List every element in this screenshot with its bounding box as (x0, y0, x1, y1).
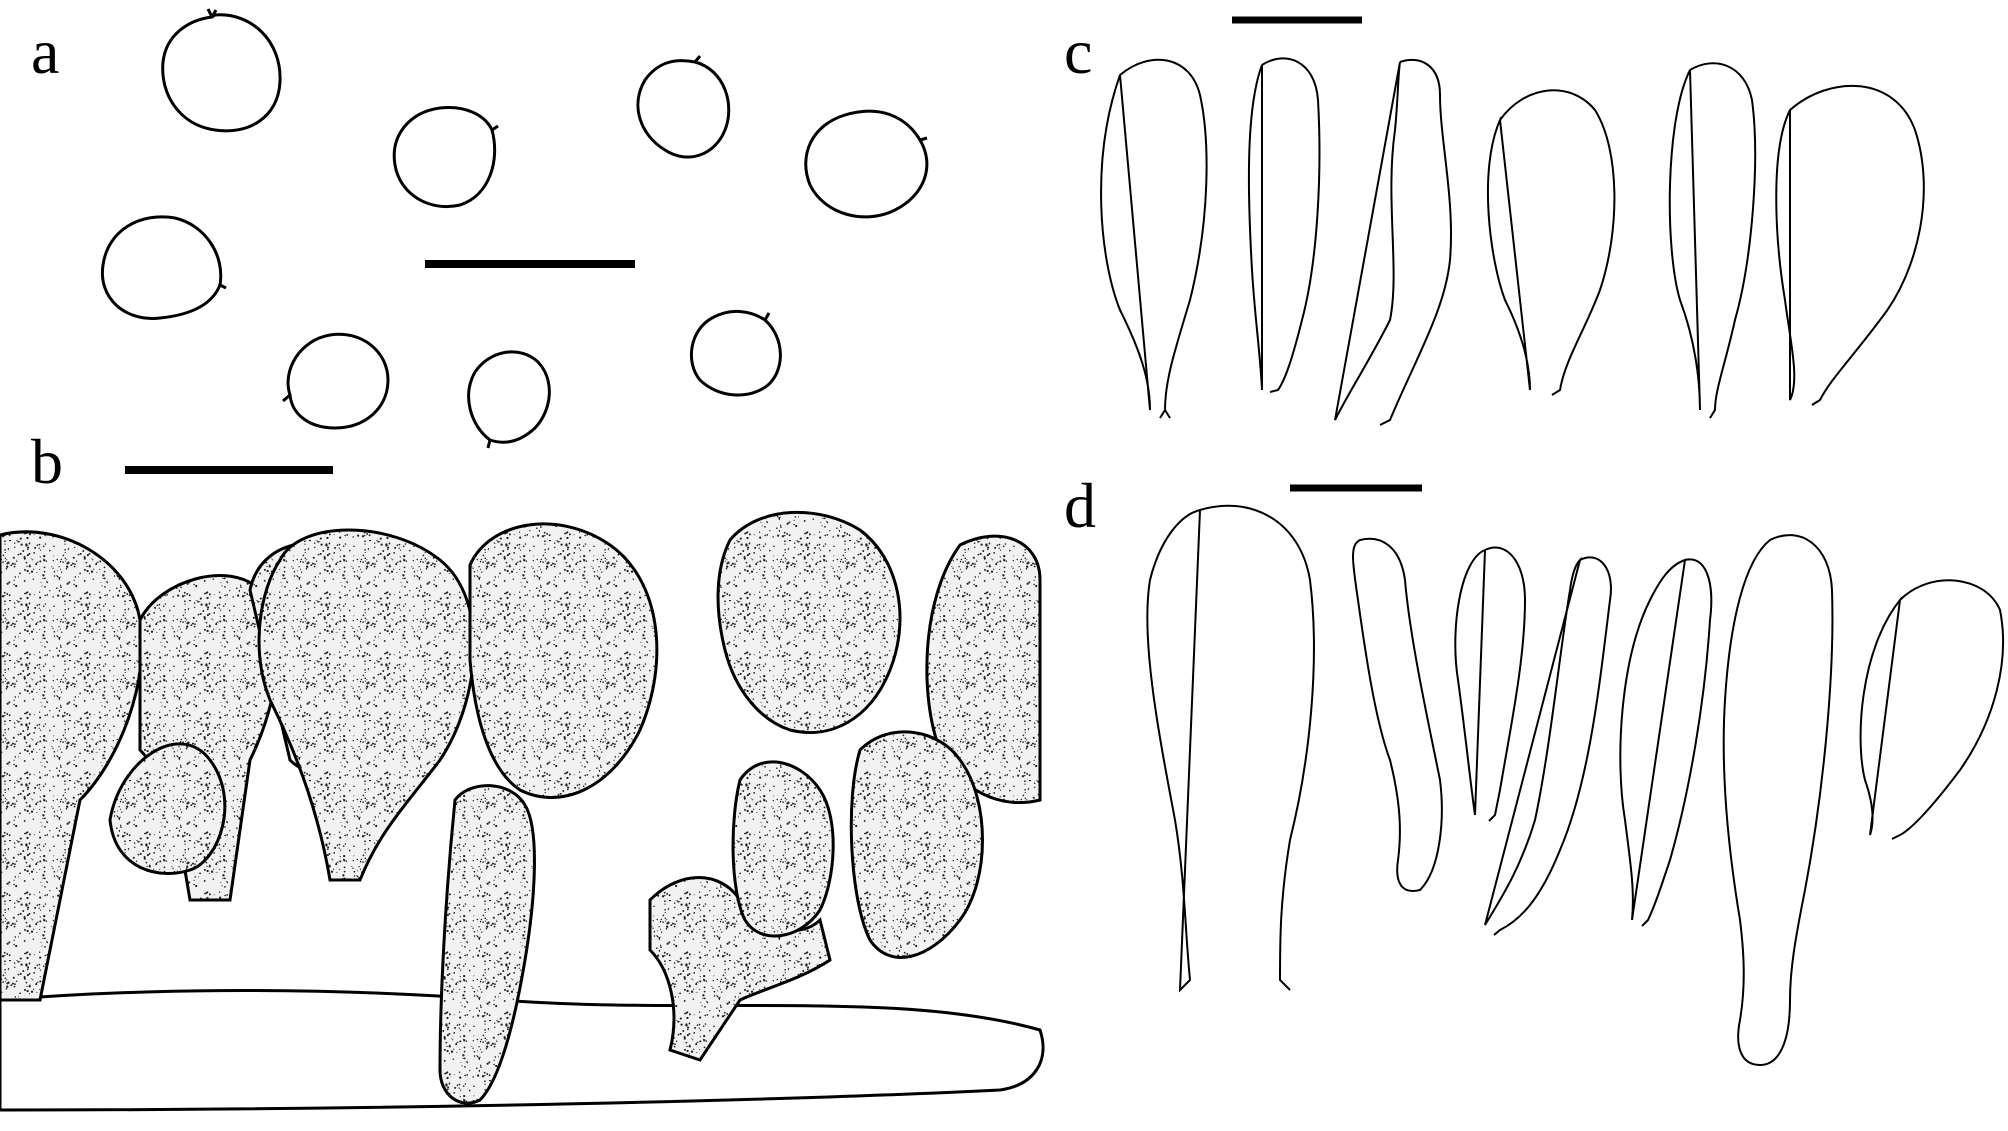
cystidium (1484, 556, 1612, 936)
cell-right-1 (731, 760, 835, 938)
spore (100, 215, 227, 320)
hypha-base (0, 989, 1045, 1112)
cystidium (1668, 62, 1757, 419)
spore (804, 109, 929, 219)
cystidium (1146, 504, 1315, 993)
panel-label-d: d (1064, 470, 1096, 541)
cell-left (0, 530, 144, 1002)
spore (636, 55, 731, 159)
panel-label-b: b (31, 426, 63, 497)
cystidium (1775, 84, 1925, 406)
cell-branch (648, 876, 832, 1062)
spore (392, 105, 499, 208)
panel-c-cystidia (1100, 16, 1925, 426)
panel-label-a: a (31, 16, 60, 87)
spore (161, 8, 282, 133)
cell-clavate (438, 784, 536, 1105)
cystidium (1859, 579, 2005, 840)
cystidium (1334, 58, 1453, 426)
cystidium (1722, 534, 1834, 1067)
panel-b-cells (0, 466, 1045, 1112)
cell-4 (108, 742, 227, 875)
spore (282, 332, 390, 430)
cystidium (1247, 57, 1321, 393)
cell-right-2 (849, 730, 984, 959)
cystidium (1454, 546, 1527, 822)
panel-d-cystidia (1146, 484, 2005, 1067)
cystidium (1100, 58, 1208, 419)
cell-big-1 (257, 528, 476, 882)
cell-big-2 (468, 522, 659, 799)
panel-label-c: c (1064, 16, 1093, 87)
cystidium (1487, 89, 1616, 396)
spore (690, 310, 782, 397)
cystidium (1352, 537, 1443, 892)
cell-big-3 (716, 510, 902, 734)
spore (467, 350, 551, 449)
panel-a-spores (100, 8, 929, 449)
cystidium (1619, 558, 1713, 927)
